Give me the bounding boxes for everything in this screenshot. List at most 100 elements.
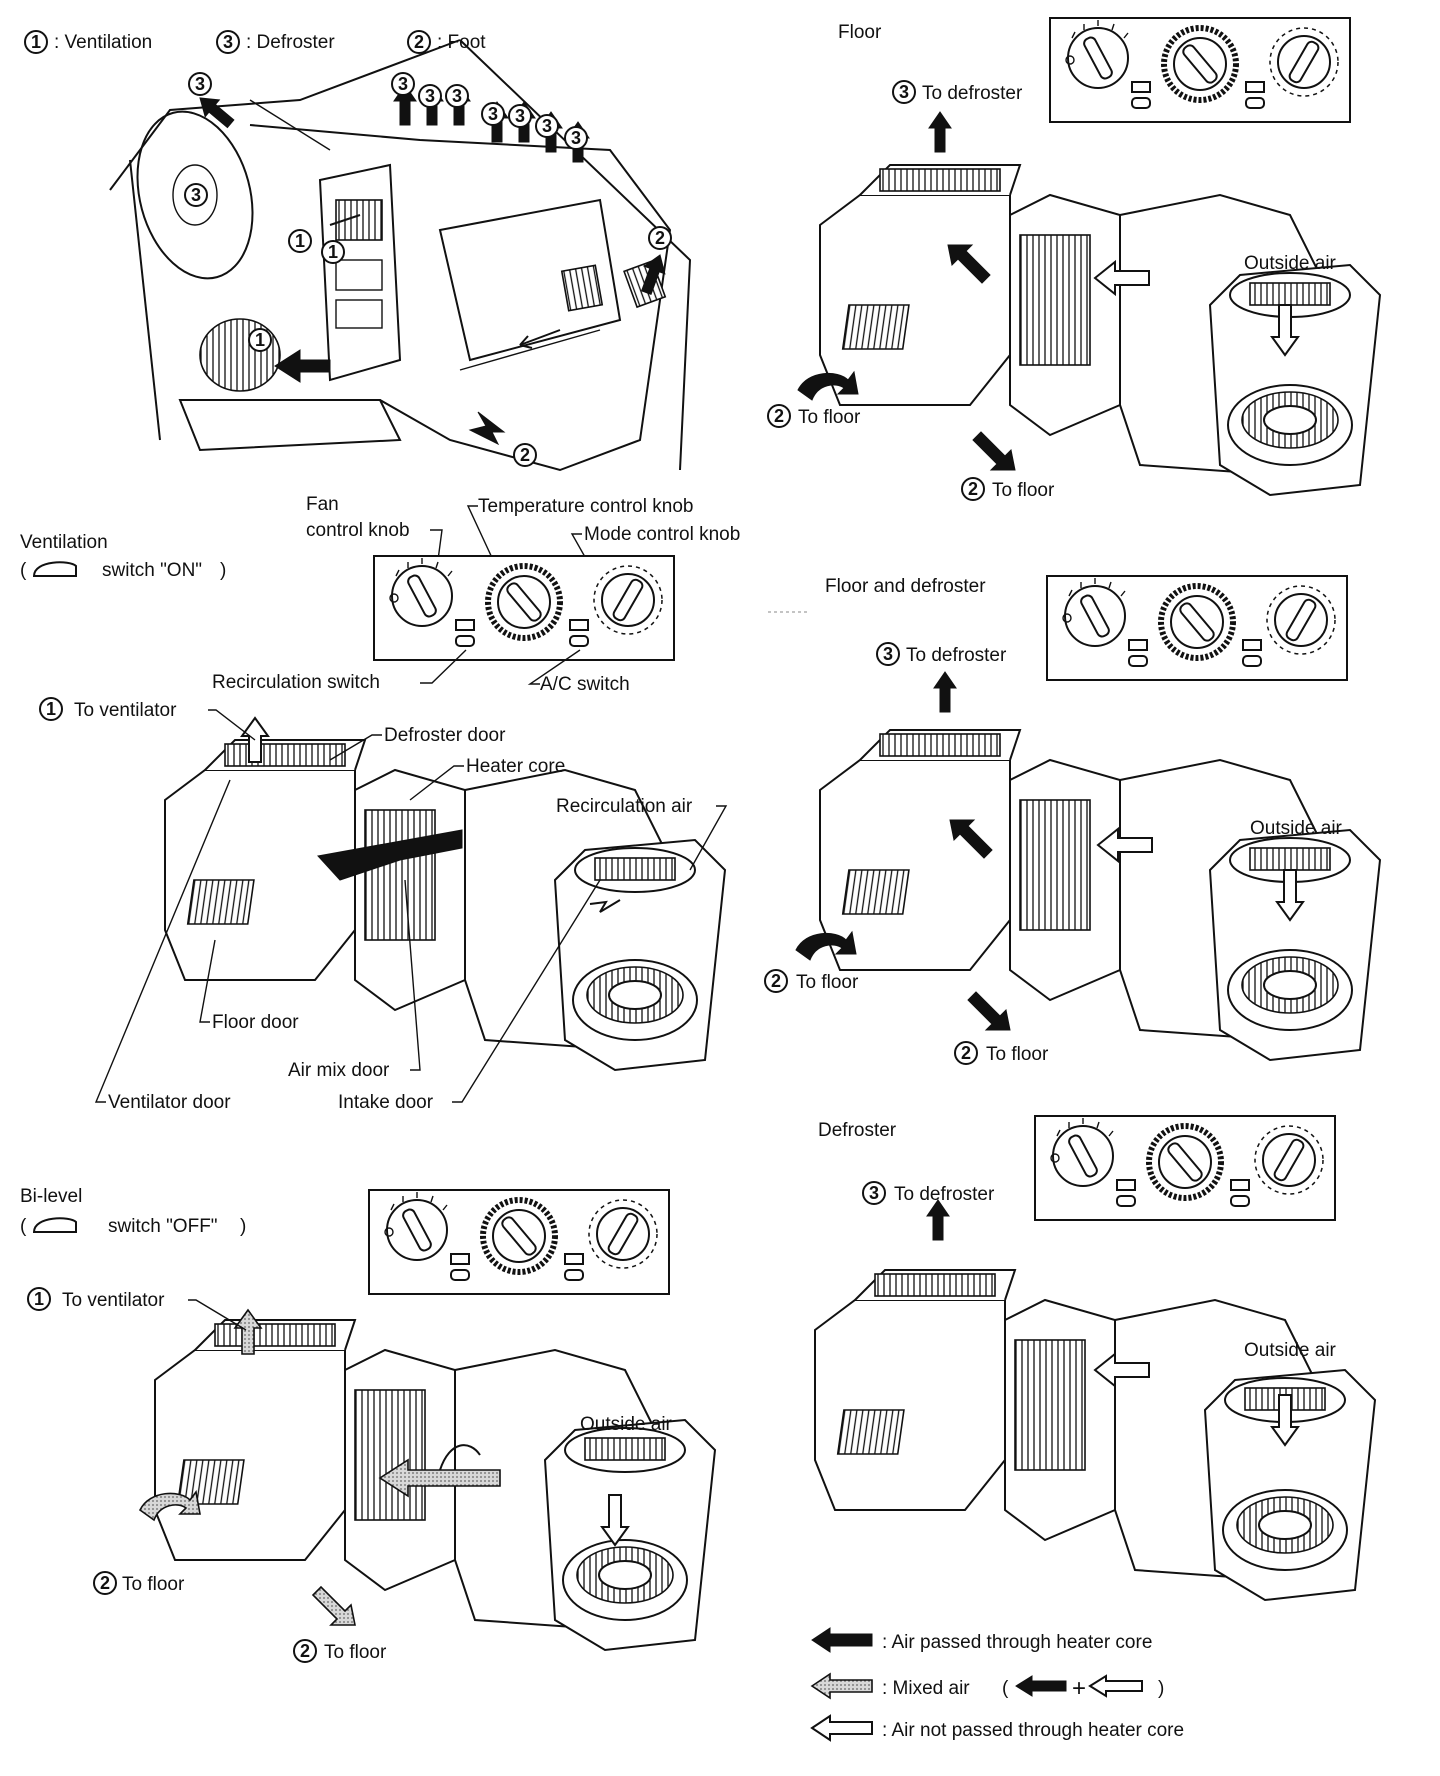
- panel-fan-label: Fan: [306, 494, 339, 515]
- vent-air-mix-door: Air mix door: [288, 1060, 390, 1081]
- svg-text:2: 2: [774, 406, 784, 426]
- dash-outlet-circle: [508, 104, 532, 128]
- dash-outlet-circle: [188, 72, 212, 96]
- bilevel-outside-air: Outside air: [580, 1414, 673, 1435]
- floor-defroster-outside-air: Outside air: [1250, 818, 1343, 839]
- legend-mixed-text: : Mixed air: [882, 1678, 970, 1699]
- defroster-control-panel: [1035, 1116, 1335, 1220]
- svg-text:1: 1: [46, 699, 56, 719]
- legend-heater-arrow-icon: [811, 1627, 873, 1653]
- floor-to-floor-2: To floor: [992, 480, 1055, 501]
- floor-control-panel: [1050, 18, 1350, 122]
- vent-control-panel: [374, 556, 674, 660]
- mode-ventilation: Ventilation ( switch "ON" ) Fan control …: [20, 494, 740, 1113]
- dash-outlet-number: 1: [328, 242, 338, 262]
- mode-bilevel: Bi-level ( switch "OFF" ) 1 To ventilato…: [20, 1186, 716, 1663]
- dash-outlet-circle: [184, 183, 208, 207]
- bilevel-title: Bi-level: [20, 1186, 82, 1207]
- legend-mixed-plus: +: [1072, 1675, 1086, 1702]
- floor-title: Floor: [838, 22, 882, 43]
- defroster-to-defroster: To defroster: [894, 1184, 995, 1205]
- dash-outlet-number: 2: [655, 228, 665, 248]
- svg-text:3: 3: [883, 644, 893, 664]
- svg-text:): ): [240, 1216, 246, 1237]
- floor-defroster-control-panel: [1047, 576, 1347, 680]
- dash-outlet-number: 3: [452, 86, 462, 106]
- floor-defroster-to-floor-2: To floor: [986, 1044, 1049, 1065]
- dash-outlet-circle: [288, 229, 312, 253]
- dash-outlet-number: 1: [255, 330, 265, 350]
- panel-recirc-label: Recirculation switch: [212, 672, 380, 693]
- panel-temp-label: Temperature control knob: [478, 496, 693, 517]
- top-legend: 1 : Ventilation 3 : Defroster 2 : Foot: [24, 30, 486, 54]
- legend-label-ventilation: : Ventilation: [54, 32, 152, 53]
- dash-outlet-number: 3: [425, 86, 435, 106]
- defroster-outside-air: Outside air: [1244, 1340, 1337, 1361]
- vent-switch-icon: [32, 561, 77, 577]
- floor-to-floor-1: To floor: [798, 407, 861, 428]
- dash-outlet-number: 3: [542, 116, 552, 136]
- bilevel-to-ventilator: To ventilator: [62, 1290, 165, 1311]
- svg-text:2: 2: [300, 1641, 310, 1661]
- svg-text:2: 2: [771, 971, 781, 991]
- svg-text:2: 2: [100, 1573, 110, 1593]
- svg-text:3: 3: [899, 82, 909, 102]
- vent-recirculation-air: Recirculation air: [556, 796, 693, 817]
- dash-outlet-circle: [481, 102, 505, 126]
- dash-outlet-circle: [513, 443, 537, 467]
- floor-outside-air: Outside air: [1244, 253, 1337, 274]
- dash-outlet-circle: [648, 226, 672, 250]
- dash-outlet-circle: [248, 328, 272, 352]
- svg-text:(: (: [20, 1216, 27, 1237]
- mode-defroster: Defroster 3 To defroster Outside air: [814, 1116, 1376, 1601]
- vent-to-ventilator: To ventilator: [74, 700, 177, 721]
- floor-defroster-to-defroster: To defroster: [906, 645, 1007, 666]
- svg-text:): ): [220, 560, 226, 581]
- bilevel-switch-text: switch "OFF": [108, 1216, 218, 1237]
- dash-outlet-number: 3: [515, 106, 525, 126]
- legend-num-defroster: 3: [223, 32, 233, 52]
- dash-outlet-circle: [564, 126, 588, 150]
- vent-floor-door: Floor door: [212, 1012, 299, 1033]
- legend-mixed-paren-open: (: [1002, 1678, 1009, 1699]
- svg-text:2: 2: [961, 1043, 971, 1063]
- dash-outlet-number: 1: [295, 231, 305, 251]
- svg-text:3: 3: [869, 1183, 879, 1203]
- floor-defroster-title: Floor and defroster: [825, 576, 986, 597]
- bilevel-control-panel: [369, 1190, 669, 1294]
- legend-heater-text: : Air passed through heater core: [882, 1632, 1152, 1653]
- bilevel-switch-icon: [32, 1217, 77, 1233]
- floor-to-defroster: To defroster: [922, 83, 1023, 104]
- legend-label-defroster: : Defroster: [246, 32, 335, 53]
- legend-mixed-dark-arrow-icon: [1015, 1675, 1067, 1697]
- legend-not-heater-arrow-icon: [810, 1714, 873, 1742]
- legend-num-ventilation: 1: [31, 32, 41, 52]
- vent-title: Ventilation: [20, 532, 108, 553]
- dash-outlet-number: 3: [195, 74, 205, 94]
- dash-outlet-circle: [445, 84, 469, 108]
- legend-mixed-paren-close: ): [1158, 1678, 1164, 1699]
- legend-not-heater-text: : Air not passed through heater core: [882, 1720, 1184, 1741]
- dash-outlet-number: 3: [571, 128, 581, 148]
- dash-outlet-circle: [391, 72, 415, 96]
- svg-text:(: (: [20, 560, 27, 581]
- panel-fan-label-2: control knob: [306, 520, 410, 541]
- legend-num-foot: 2: [414, 32, 424, 52]
- dash-outlet-circle: [535, 114, 559, 138]
- floor-defroster-to-floor-1: To floor: [796, 972, 859, 993]
- dash-outlet-number: 3: [191, 185, 201, 205]
- vent-defroster-door: Defroster door: [384, 725, 506, 746]
- legend-mixed-arrow-icon: [810, 1672, 873, 1700]
- mode-floor-defroster: Floor and defroster 3 To defroster Outsi…: [764, 576, 1381, 1065]
- bilevel-to-floor-2: To floor: [324, 1642, 387, 1663]
- dash-outlet-number: 3: [488, 104, 498, 124]
- panel-ac-label: A/C switch: [540, 674, 630, 695]
- svg-text:2: 2: [968, 479, 978, 499]
- dash-outlet-circle: [321, 240, 345, 264]
- vent-intake-door: Intake door: [338, 1092, 434, 1113]
- bottom-legend: : Air passed through heater core : Mixed…: [810, 1627, 1184, 1742]
- dash-outlet-number: 2: [520, 445, 530, 465]
- dash-outlet-number: 3: [398, 74, 408, 94]
